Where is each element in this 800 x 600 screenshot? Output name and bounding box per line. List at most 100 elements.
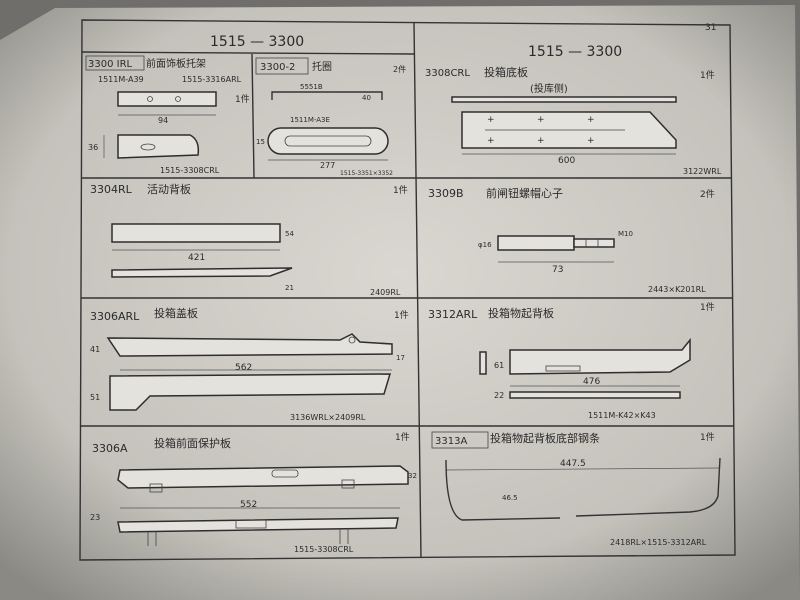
- part-lift-plate: [509, 337, 691, 375]
- cell-qty: 2件: [393, 64, 406, 74]
- cell-title: 托圈: [312, 60, 332, 73]
- cell-title: 投箱前面保护板: [154, 436, 231, 450]
- cell-qty: 1件: [700, 69, 715, 81]
- cell-title: 投箱物起背板: [488, 306, 554, 320]
- part-ring: [267, 127, 389, 155]
- cell-code: 3308CRL: [425, 68, 470, 79]
- dim-height-1: 23: [90, 513, 100, 522]
- svg-text:+: +: [487, 115, 495, 125]
- cell-subtitle: (投库侧): [530, 82, 568, 95]
- cell-3308crl: 3308CRL 投箱底板 (投库侧) 1件 + + + + + + 600 31…: [425, 65, 722, 176]
- cell-code: 3300 IRL: [88, 59, 133, 70]
- dim-diameter-2: M10: [618, 230, 633, 238]
- dim-height-1: 41: [90, 345, 100, 354]
- dim-width: 552: [240, 500, 257, 510]
- part-label-b: 1515-3316ARL: [182, 75, 242, 84]
- svg-text:+: +: [537, 136, 545, 146]
- header-right: 1515 — 3300: [528, 44, 622, 60]
- cell-title: 投箱底板: [484, 65, 528, 79]
- center-divider: [413, 21, 422, 559]
- part-steel-bar-right: [575, 457, 721, 517]
- svg-text:+: +: [487, 136, 495, 146]
- cell-footer: 1511M-K42×K43: [588, 411, 656, 420]
- part-ring-hook: [271, 91, 383, 100]
- cell-footer: 3122WRL: [683, 167, 722, 176]
- dim-height-2: 21: [285, 284, 294, 292]
- cell-code: 3309B: [428, 187, 464, 200]
- cell-3306arl: 3306ARL 投箱盖板 1件 41 17 562 51 3136WRL×240…: [90, 306, 409, 422]
- cell-code: 3312ARL: [428, 308, 478, 321]
- cell-3300-2: 3300-2 托圈 2件 5551B 40 1511M-A3E 15 277 1…: [255, 57, 406, 177]
- part-nut-core: [497, 235, 575, 251]
- cell-qty: 1件: [395, 431, 410, 443]
- cell-footer: 1515-3308CRL: [294, 545, 354, 554]
- cell-footer: 2443×K201RL: [648, 285, 706, 294]
- header-left: 1515 — 3300: [210, 34, 304, 50]
- part-bracket-top: [117, 91, 217, 107]
- cell-title: 投箱盖板: [154, 306, 198, 320]
- subcell-divider: [251, 53, 255, 179]
- cell-qty: 1件: [393, 184, 408, 196]
- cell-qty: 1件: [235, 93, 250, 105]
- dim-height-2: 51: [90, 393, 100, 402]
- cell-qty: 1件: [394, 309, 409, 321]
- part-bracket-side: [117, 134, 200, 159]
- cell-3312arl: 3312ARL 投箱物起背板 1件 61 476 22 1511M-K42×K4…: [428, 301, 715, 420]
- cell-qty: 2件: [700, 188, 715, 200]
- cell-title: 活动背板: [147, 182, 191, 196]
- part-cover-plate-side: [109, 373, 392, 411]
- dim-height-1: 54: [285, 230, 294, 238]
- cell-qty: 1件: [700, 431, 715, 443]
- dim-height-2: 22: [494, 391, 504, 400]
- cell-footer: 1515-3308CRL: [160, 166, 220, 175]
- dim-width: 600: [558, 156, 575, 166]
- dim-width: 277: [320, 161, 335, 170]
- part-steel-bar: [445, 459, 561, 521]
- part-nut-thread: [573, 238, 615, 248]
- part-bottom-plate-top: [451, 96, 677, 103]
- cell-3300-irl: 3300 IRL 前面饰板托架 1件 1511M-A39 1515-3316AR…: [85, 55, 250, 175]
- dim-height: 36: [88, 143, 98, 152]
- cell-code: 3306ARL: [90, 310, 140, 323]
- part-cover-plate-top: [106, 333, 393, 357]
- dim-vertical: 17: [396, 354, 405, 362]
- cell-footer: 2409RL: [370, 288, 401, 297]
- cell-title: 前面饰板托架: [146, 57, 206, 70]
- part-back-plate-top: [111, 223, 281, 243]
- part-lift-plate-side: [509, 391, 681, 399]
- cell-qty: 1件: [700, 301, 715, 313]
- part-lift-plate-edge: [479, 351, 487, 375]
- dim-width: 562: [235, 363, 252, 373]
- part-guard-plate-top: [117, 465, 409, 489]
- svg-text:+: +: [587, 136, 595, 146]
- dim-vertical: 32: [408, 472, 417, 480]
- dim-height: 40: [362, 94, 371, 102]
- cell-3304rl: 3304RL 活动背板 1件 421 54 21 2409RL: [90, 182, 408, 297]
- svg-text:+: +: [587, 115, 595, 125]
- dim-width: 73: [552, 265, 563, 275]
- dim-vertical: 15: [256, 138, 265, 146]
- part-label-b: 1511M-A3E: [290, 116, 330, 124]
- dim-vertical: 46.5: [502, 494, 518, 502]
- dim-width: 447.5: [560, 459, 586, 469]
- header-line: [81, 51, 415, 55]
- cell-footer: 3136WRL×2409RL: [290, 413, 366, 422]
- cell-code: 3313A: [435, 436, 467, 447]
- part-label-a: 1511M-A39: [98, 75, 144, 84]
- dim-width: 476: [583, 377, 600, 387]
- dim-height-1: 61: [494, 361, 504, 370]
- dim-diameter-1: φ16: [478, 241, 492, 249]
- dim-width: 94: [158, 116, 168, 125]
- cell-3313a: 3313A 投箱物起背板底部钢条 1件 447.5 46.5 2418RL×15…: [431, 431, 721, 547]
- cell-footer: 1515-3351×3352: [340, 170, 393, 177]
- outer-frame: [79, 19, 736, 561]
- cell-3309b: 3309B 前闸钮螺帽心子 2件 φ16 M10 73 2443×K201RL: [428, 186, 715, 294]
- cell-title: 前闸钮螺帽心子: [486, 186, 563, 200]
- part-label-a: 5551B: [300, 83, 323, 91]
- dim-width: 421: [188, 253, 205, 263]
- cell-footer: 2418RL×1515-3312ARL: [610, 538, 707, 547]
- cell-code: 3304RL: [90, 183, 133, 196]
- cell-code: 3300-2: [260, 62, 295, 73]
- cell-3306a: 3306A 投箱前面保护板 1件 32 552 23 1515-3308CRL: [90, 431, 417, 554]
